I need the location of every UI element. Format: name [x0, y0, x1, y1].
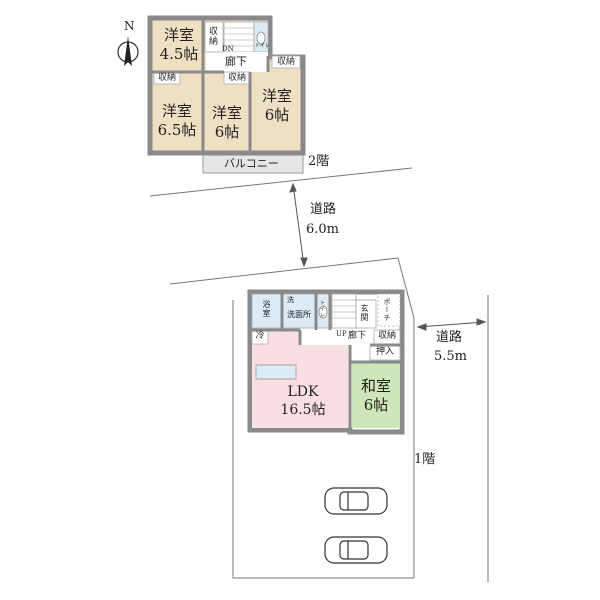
ldk-area	[252, 330, 348, 428]
closet-2f-2-label: 収納	[157, 73, 176, 83]
floor-1-label: 1階	[414, 452, 436, 467]
hall-1f-label: 廊下	[348, 331, 367, 341]
fridge-label: 冷	[255, 331, 265, 341]
closet-2f-4	[271, 55, 301, 69]
road-north-width: 6.0m	[306, 222, 340, 237]
hall-2f	[206, 52, 268, 72]
toilet-2f-label: トイレ	[255, 43, 271, 49]
stair-1f-up-label: UP	[336, 330, 347, 338]
hall-1f	[300, 330, 374, 344]
ldk-size: 16.5帖	[280, 402, 326, 418]
bathroom-label: 浴室	[262, 300, 271, 318]
closet-2f-1-label: 収納	[207, 26, 217, 46]
washitsu-size: 6帖	[363, 396, 389, 414]
room-2f-2-name: 洋室	[161, 102, 192, 120]
room-2f-1-name: 洋室	[163, 26, 194, 44]
room-2f-1-size: 4.5帖	[159, 45, 199, 63]
oshiire-label: 押入	[375, 347, 394, 357]
parking-cars	[324, 487, 388, 564]
room-2f-2-size: 6.5帖	[157, 121, 197, 139]
closet-2f-4-label: 収納	[276, 57, 295, 67]
washitsu-area	[352, 362, 400, 428]
bathroom	[251, 293, 283, 329]
north-arrow-icon	[117, 36, 139, 66]
compass-north-label: N	[124, 19, 135, 33]
closet-2f-3-label: 収納	[227, 73, 246, 83]
room-2f-3-size: 6帖	[214, 123, 240, 141]
kitchen-counter	[255, 364, 297, 380]
room-2f-4-name: 洋室	[261, 87, 292, 105]
washitsu-name: 和室	[360, 377, 391, 395]
porch-label: ポーチ	[383, 298, 391, 322]
entrance-label: 玄関	[360, 304, 369, 322]
second-floor-plan	[147, 15, 306, 174]
road-east-label: 道路	[436, 330, 463, 345]
washroom	[281, 293, 317, 329]
room-2f-4-size: 6帖	[264, 106, 290, 124]
room-2f-3-name: 洋室	[211, 104, 242, 122]
entrance	[355, 299, 377, 329]
closet-2f-1	[204, 21, 224, 53]
balcony-label: バルコニー	[224, 157, 279, 170]
closet-1f-label: 収納	[377, 331, 396, 341]
car-icon	[324, 536, 388, 564]
road-east-width: 5.5m	[434, 349, 468, 364]
porch	[377, 293, 401, 327]
car-icon	[324, 487, 388, 515]
wash-short-label: 洗	[287, 296, 294, 304]
stair-2f-down-label: DN	[222, 45, 234, 53]
stair-1f	[331, 293, 357, 329]
road-dimension-arrows	[289, 182, 487, 331]
toilet-1f-label: トイレ	[319, 300, 325, 318]
hall-2f-label: 廊下	[225, 55, 247, 68]
floor-2-label: 2階	[308, 154, 330, 169]
washroom-label: 洗面所	[287, 310, 311, 319]
road-north-label: 道路	[310, 202, 337, 217]
first-floor-plan	[247, 289, 405, 435]
site-boundaries	[149, 167, 489, 582]
ldk-name: LDK	[287, 384, 319, 400]
